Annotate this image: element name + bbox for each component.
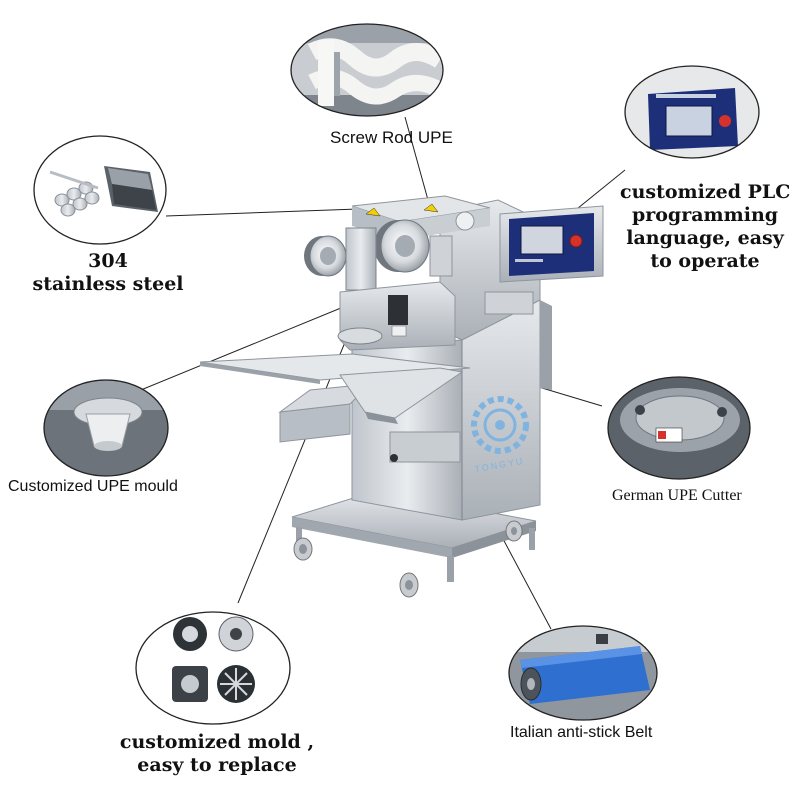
label-plc-line-4: to operate bbox=[650, 250, 760, 272]
label-mold-line-1: customized mold , bbox=[119, 731, 315, 753]
mid-body bbox=[337, 281, 456, 351]
label-mould-text: Customized UPE mould bbox=[8, 478, 178, 495]
label-steel-line-1: 304 bbox=[88, 250, 128, 272]
right-roller bbox=[374, 219, 430, 273]
label-mold-line-2: easy to replace bbox=[137, 754, 297, 776]
label-belt: Italian anti-stick Belt bbox=[510, 724, 652, 742]
leader-steel bbox=[165, 208, 359, 217]
label-screw-rod-text: Screw Rod UPE bbox=[330, 128, 453, 147]
detail-bubble-screw-rod bbox=[290, 23, 444, 117]
label-steel: 304 stainless steel bbox=[28, 250, 188, 296]
label-belt-text: Italian anti-stick Belt bbox=[510, 724, 653, 741]
leader-mould bbox=[135, 300, 359, 393]
label-plc: customized PLC programming language, eas… bbox=[620, 181, 790, 273]
label-plc-line-2: programming bbox=[631, 204, 779, 226]
detail-bubble-cutter bbox=[607, 376, 751, 480]
detail-bubble-steel bbox=[33, 135, 167, 245]
detail-bubble-mould bbox=[43, 379, 169, 477]
detail-bubble-belt bbox=[508, 625, 658, 721]
encrusting-machine: TONGYU bbox=[199, 195, 604, 598]
label-screw-rod: Screw Rod UPE bbox=[330, 128, 453, 148]
detail-bubble-plc bbox=[624, 65, 760, 159]
label-plc-line-3: language, easy bbox=[626, 227, 784, 249]
output-conveyor bbox=[339, 367, 464, 463]
detail-bubble-mold bbox=[135, 611, 291, 725]
label-steel-line-2: stainless steel bbox=[32, 273, 184, 295]
caster-wheels bbox=[293, 520, 523, 598]
label-mould: Customized UPE mould bbox=[8, 478, 178, 496]
leader-screw bbox=[404, 116, 429, 201]
label-mold: customized mold , easy to replace bbox=[112, 731, 322, 777]
label-plc-line-1: customized PLC bbox=[620, 181, 791, 203]
left-roller bbox=[304, 235, 347, 277]
label-cutter-text: German UPE Cutter bbox=[612, 487, 742, 504]
plc-control-panel bbox=[499, 205, 604, 283]
label-cutter: German UPE Cutter bbox=[612, 487, 742, 505]
side-bracket bbox=[484, 291, 534, 315]
